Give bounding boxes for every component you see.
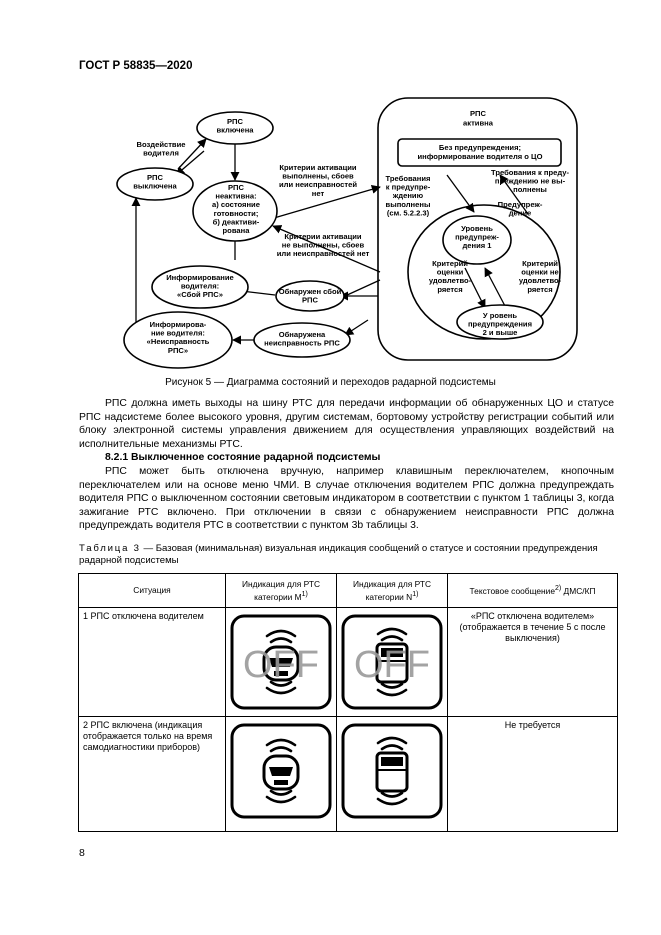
diagram-label-req-not-met: Требования к преду-преждению не вы-полне… <box>491 168 570 194</box>
header-situation-text: Ситуация <box>133 585 171 596</box>
header-text-message: Текстовое сообщение2) ДМС/КП <box>447 573 618 608</box>
state-malfunction-detected <box>253 322 351 358</box>
footnote-ref: 2) <box>555 585 562 593</box>
figure-caption: Рисунок 5 — Диаграмма состояний и перехо… <box>165 377 496 388</box>
page-number: 8 <box>79 847 85 859</box>
footnote-ref: 1) <box>412 590 419 598</box>
table-row: 1 РПС отключена водителем OFF <box>78 607 618 717</box>
row1-message: «РПС отключена водителем» (отображается … <box>447 607 618 717</box>
state-inform-fault <box>151 265 249 309</box>
state-inform-malfunction <box>123 311 233 369</box>
state-fault-detected <box>275 280 345 312</box>
paragraph-off-state: РПС может быть отключена вручную, наприм… <box>79 466 614 532</box>
row1-icon-n: OFF <box>336 607 448 717</box>
header-text-message-tail: ДМС/КП <box>561 586 596 597</box>
table-caption: Таблица 3 — Базовая (минимальная) визуал… <box>79 543 619 567</box>
off-overlay-label: OFF <box>354 644 430 686</box>
row2-message: Не требуется <box>447 716 618 832</box>
table-header-row: Ситуация Индикация для РТС категории M1)… <box>78 573 618 608</box>
section-heading: 8.2.1 Выключенное состояние радарной под… <box>105 452 381 463</box>
row1-situation: 1 РПС отключена водителем <box>78 607 226 717</box>
row2-icon-m <box>225 716 337 832</box>
no-warning-box <box>397 138 562 167</box>
header-situation: Ситуация <box>78 573 226 608</box>
off-overlay-label: OFF <box>243 644 319 686</box>
diagram-label-no-warning: Без предупреждения;информирование водите… <box>417 143 542 161</box>
table-caption-text: — Базовая (минимальная) визуальная индик… <box>79 543 598 566</box>
active-state-block <box>377 97 578 361</box>
header-text-message-text: Текстовое сообщение <box>469 586 555 597</box>
warning-region <box>407 204 561 340</box>
truck-radar-off-icon: OFF <box>341 614 443 710</box>
state-level1 <box>442 215 512 265</box>
table-caption-label: Таблица 3 <box>79 543 141 554</box>
indication-table: Ситуация Индикация для РТС категории M1)… <box>78 573 618 832</box>
header-category-m-text: Индикация для РТС категории M <box>241 579 321 602</box>
state-level2 <box>456 304 544 340</box>
header-category-n: Индикация для РТС категории N1) <box>336 573 448 608</box>
state-off <box>116 167 194 201</box>
truck-radar-on-icon <box>341 723 443 819</box>
header-category-n-text: Индикация для РТС категории N <box>352 579 432 602</box>
car-radar-off-icon: OFF <box>230 614 332 710</box>
row2-icon-n <box>336 716 448 832</box>
footnote-ref: 1) <box>301 590 308 598</box>
car-radar-on-icon <box>230 723 332 819</box>
document-code: ГОСТ Р 58835—2020 <box>79 60 193 72</box>
header-category-m: Индикация для РТС категории M1) <box>225 573 337 608</box>
table-row: 2 РПС включена (индикация отображается т… <box>78 716 618 832</box>
diagram-label-warning: Предупреж-дение <box>498 200 543 218</box>
state-inactive <box>192 180 278 242</box>
paragraph-outputs: РПС должна иметь выходы на шину РТС для … <box>79 398 614 450</box>
state-on <box>196 111 274 145</box>
row1-icon-m: OFF <box>225 607 337 717</box>
row2-situation: 2 РПС включена (индикация отображается т… <box>78 716 226 832</box>
